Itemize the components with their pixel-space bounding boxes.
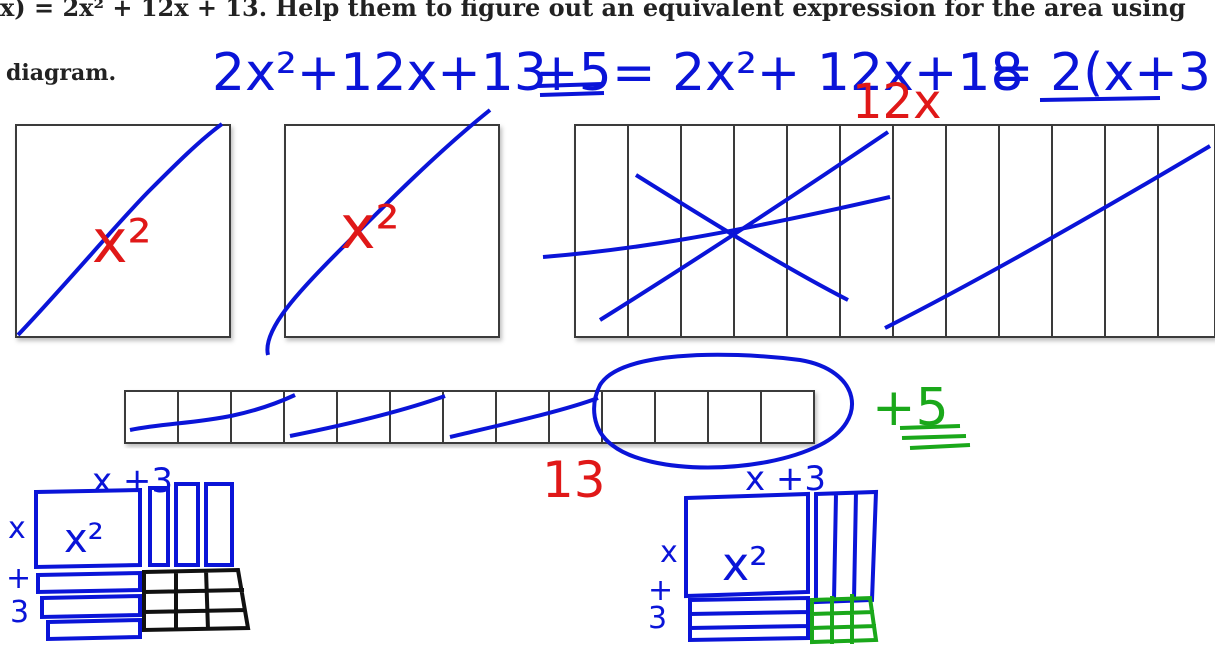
x-strips-group [574,124,1215,338]
equation-factored: = 2(x+3)² [990,43,1215,103]
equation-middle: = 2x²+ 12x+18 [612,43,1024,103]
factored-underline [1039,96,1161,102]
sketch2-square-label: x² [722,537,768,591]
sketch1-side-x: x [8,511,26,546]
strike-square-2 [265,108,492,356]
sketch2-side-plus: + [648,573,673,608]
strike-units-c [449,396,599,439]
label-13: 13 [542,451,606,509]
strike-strips-d [884,144,1212,330]
sketch1-top-label: x +3 [92,461,173,501]
diagram-word: diagram. [6,60,116,86]
sketch1-square-label: x² [64,516,104,562]
strike-square-1 [16,122,224,337]
sketch-completing-square-1: x +3 x² x + 3 [6,461,251,642]
label-x-squared-2: x² [340,193,400,263]
sketch2-top-label: x +3 [745,459,826,499]
strike-strips-c [542,195,891,259]
sketch1-side-plus: + [6,561,31,596]
prompt-text: x) = 2x² + 12x + 13. Help them to figure… [0,0,1186,22]
plus5-underline [537,82,605,97]
x-squared-tile-1 [15,124,231,338]
plus5-green-underline [899,424,971,450]
sketch2-side-3: 3 [648,601,667,636]
sketch2-side-x: x [660,535,678,570]
unit-tiles-row [124,390,815,444]
equation-left: 2x²+12x+13 [212,43,547,103]
strike-strips-a [634,173,849,302]
x-squared-tile-2 [284,124,500,338]
label-12x: 12x [852,74,941,130]
strike-strips-b [598,130,890,322]
sketch1-side-3: 3 [10,595,29,630]
circle-leftover-units [592,352,854,470]
sketch-completing-square-2: x +3 x² x + 3 [648,459,879,645]
strike-units-b [289,394,446,438]
strike-units-a [129,393,296,432]
label-x-squared-1: x² [92,207,152,277]
